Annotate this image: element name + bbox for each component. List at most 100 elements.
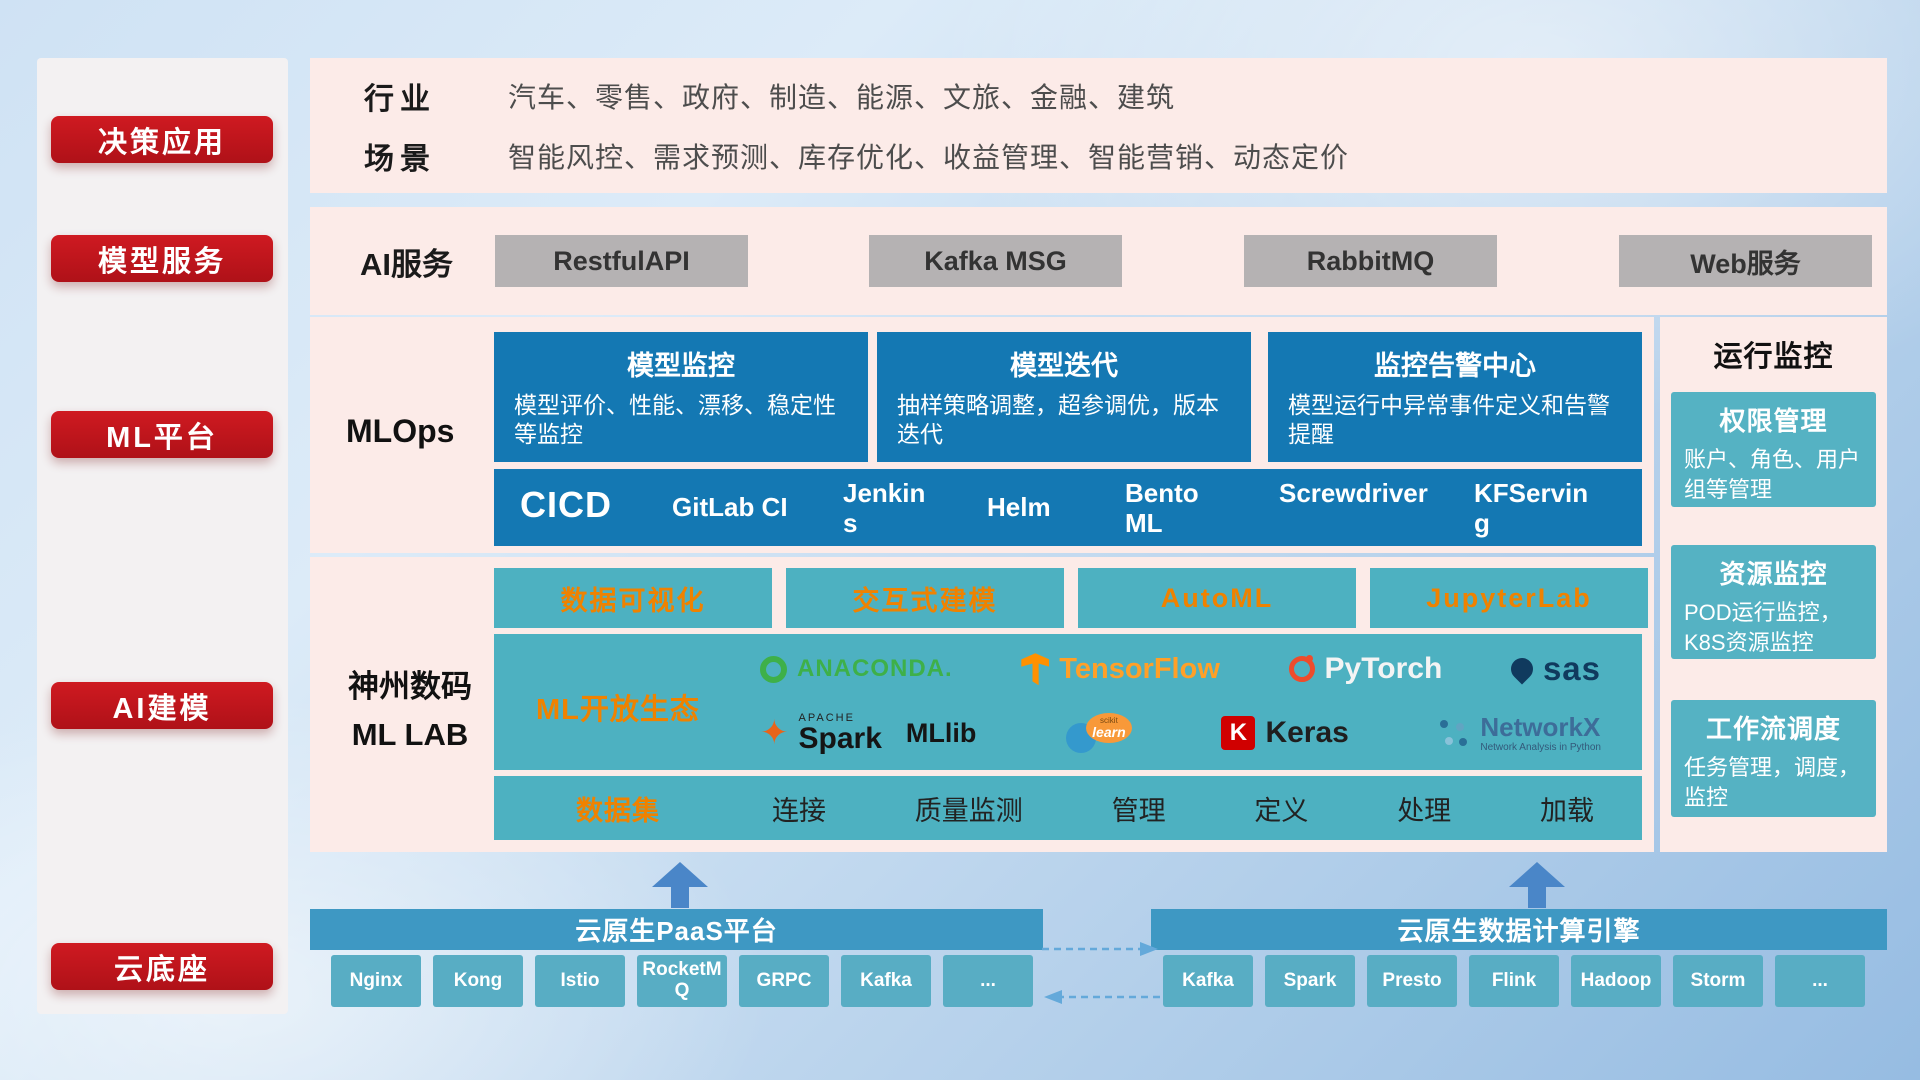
cicd-tool-jenkins: Jenkins (843, 478, 926, 538)
tech-chip-kafka: Kafka (841, 955, 931, 1007)
mlops-label: MLOps (346, 413, 455, 449)
sas-label: sas (1542, 650, 1601, 688)
scikit-learn-logo: scikit learn (1065, 713, 1132, 754)
alert-center-card: 监控告警中心 模型运行中异常事件定义和告警提醒 (1268, 332, 1642, 462)
tech-chip-kafka: Kafka (1163, 955, 1253, 1007)
pytorch-label: PyTorch (1324, 652, 1443, 686)
card-desc: 账户、角色、用户组等管理 (1684, 447, 1861, 502)
feature-chip-jupyterlab: JupyterLab (1370, 568, 1648, 628)
keras-icon: K (1221, 716, 1256, 751)
tech-chip-grpc: GRPC (739, 955, 829, 1007)
ml-lab-title-line2: ML LAB (351, 717, 469, 753)
tensorflow-icon (1021, 653, 1050, 686)
networkx-wordmark: NetworkX Network Analysis in Python (1480, 713, 1601, 753)
ml-lab-title-line1: 神州数码 (348, 669, 472, 704)
card-desc: 模型评价、性能、漂移、稳定性等监控 (514, 392, 836, 448)
tensorflow-logo: TensorFlow (1021, 653, 1220, 686)
industry-content: 汽车、零售、政府、制造、能源、文旅、金融、建筑 (508, 82, 1176, 113)
dataset-item-process: 处理 (1397, 795, 1452, 826)
tech-chip-nginx: Nginx (331, 955, 421, 1007)
feature-chip-data-viz: 数据可视化 (494, 568, 772, 628)
pytorch-icon (1288, 655, 1315, 683)
cicd-label: CICD (520, 484, 612, 525)
dashed-flow-arrows-icon (1042, 942, 1160, 1004)
networkx-logo: NetworkX Network Analysis in Python (1438, 713, 1601, 753)
feature-chip-interactive-modeling: 交互式建模 (786, 568, 1064, 628)
anaconda-icon (760, 655, 787, 683)
scikit-orange-dot: scikit learn (1085, 713, 1132, 744)
spark-apache-label: APACHE (798, 711, 855, 724)
tech-chip-more: ... (943, 955, 1033, 1007)
networkx-icon (1438, 718, 1470, 748)
sas-icon (1506, 653, 1538, 685)
sidebar-item-cloud-base: 云底座 (51, 943, 273, 990)
workflow-scheduler-card: 工作流调度 任务管理，调度，监控 (1671, 700, 1876, 817)
cicd-tool-kfserving: KFServing (1474, 478, 1589, 538)
tensorflow-label: TensorFlow (1059, 652, 1220, 685)
cicd-tool-bentoml: BentoML (1125, 478, 1199, 538)
dataset-label: 数据集 (576, 795, 660, 826)
logo-row-2: ✦ APACHE Spark MLlib scikit learn (734, 711, 1627, 755)
tech-chip-rocketmq: RocketMQ (637, 955, 727, 1007)
learn-label: learn (1092, 724, 1126, 741)
networkx-label: NetworkX (1480, 712, 1601, 743)
pytorch-logo: PyTorch (1288, 652, 1443, 686)
cicd-toolbar: CICD GitLab CI Jenkins Helm BentoML Scre… (494, 469, 1642, 546)
sas-logo: sas (1506, 650, 1601, 688)
dataset-item-load: 加载 (1539, 795, 1594, 826)
anaconda-logo: ANACONDA. (760, 655, 953, 683)
spark-wordmark: APACHE Spark (798, 711, 882, 755)
card-title: 模型迭代 (1010, 351, 1118, 381)
card-title: 监控告警中心 (1374, 351, 1536, 381)
scikit-learn-icon: scikit learn (1065, 713, 1132, 754)
up-arrow-left-icon (652, 862, 708, 908)
card-desc: 任务管理，调度，监控 (1684, 755, 1861, 810)
cicd-tool-gitlab-ci: GitLab CI (672, 492, 788, 522)
card-title: 工作流调度 (1705, 714, 1841, 744)
tech-chip-flink: Flink (1469, 955, 1559, 1007)
keras-logo: K Keras (1221, 716, 1349, 751)
tech-chip-istio: Istio (535, 955, 625, 1007)
cicd-tool-helm: Helm (987, 492, 1051, 522)
tech-chip-presto: Presto (1367, 955, 1457, 1007)
ml-ecosystem-label: ML开放生态 (536, 694, 700, 726)
tech-chip-kong: Kong (433, 955, 523, 1007)
ml-lab-panel: 神州数码 ML LAB 数据可视化 交互式建模 AutoML JupyterLa… (310, 557, 1654, 852)
tech-chip-more: ... (1775, 955, 1865, 1007)
card-desc: 模型运行中异常事件定义和告警提醒 (1288, 392, 1610, 448)
model-iteration-card: 模型迭代 抽样策略调整，超参调优，版本迭代 (877, 332, 1251, 462)
ml-lab-title: 神州数码 ML LAB (320, 663, 500, 759)
dataset-item-quality: 质量监测 (914, 795, 1023, 826)
industry-scenario-panel: 行业 汽车、零售、政府、制造、能源、文旅、金融、建筑 场景 智能风控、需求预测、… (310, 58, 1887, 193)
tech-chip-spark: Spark (1265, 955, 1355, 1007)
scikit-label: scikit (1100, 716, 1118, 726)
paas-bar: 云原生PaaS平台 (310, 909, 1043, 950)
dataset-row: 数据集 连接 质量监测 管理 定义 处理 加载 (494, 776, 1642, 840)
ml-ecosystem-box: ML开放生态 ANACONDA. TensorFlow PyTorch (494, 634, 1642, 770)
sidebar-item-decision-app: 决策应用 (51, 116, 273, 163)
runtime-monitor-panel: 运行监控 权限管理 账户、角色、用户组等管理 资源监控 POD运行监控，K8S资… (1660, 317, 1887, 852)
anaconda-label: ANACONDA. (797, 655, 953, 683)
resource-monitor-card: 资源监控 POD运行监控，K8S资源监控 (1671, 545, 1876, 659)
service-chip-kafka-msg: Kafka MSG (869, 235, 1122, 287)
mllib-label: MLlib (905, 717, 977, 748)
sidebar-item-ml-platform: ML平台 (51, 411, 273, 458)
dataset-items: 连接 质量监测 管理 定义 处理 加载 (772, 789, 1594, 828)
card-title: 模型监控 (627, 351, 735, 381)
feature-chip-automl: AutoML (1078, 568, 1356, 628)
data-engine-bar: 云原生数据计算引擎 (1151, 909, 1887, 950)
dataset-item-manage: 管理 (1111, 795, 1166, 826)
ai-service-label: AI服务 (360, 246, 453, 282)
industry-label: 行业 (364, 83, 436, 116)
industry-row: 行业 汽车、零售、政府、制造、能源、文旅、金融、建筑 (364, 74, 1175, 118)
card-desc: POD运行监控，K8S资源监控 (1684, 600, 1842, 655)
spark-label: Spark (798, 721, 882, 755)
engine-chip-row: Kafka Spark Presto Flink Hadoop Storm ..… (1163, 955, 1865, 1007)
permission-mgmt-card: 权限管理 账户、角色、用户组等管理 (1671, 392, 1876, 507)
ecosystem-logos: ANACONDA. TensorFlow PyTorch sas (734, 638, 1627, 766)
up-arrow-right-icon (1509, 862, 1565, 908)
spark-mllib-logo: ✦ APACHE Spark MLlib (760, 711, 977, 755)
card-title: 资源监控 (1719, 559, 1828, 589)
mlops-panel: MLOps 模型监控 模型评价、性能、漂移、稳定性等监控 模型迭代 抽样策略调整… (310, 317, 1654, 553)
